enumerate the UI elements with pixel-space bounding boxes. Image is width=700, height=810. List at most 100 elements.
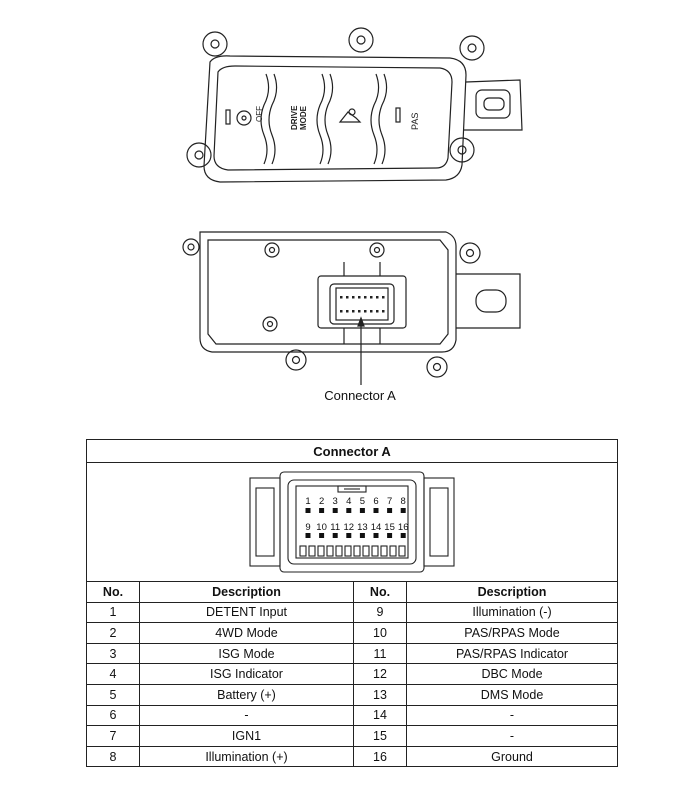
pin-number: 7: [86, 725, 140, 747]
table-row: 3 ISG Mode 11 PAS/RPAS Indicator: [86, 642, 619, 665]
pin-number: 12: [353, 663, 407, 685]
table-row: 2 4WD Mode 10 PAS/RPAS Mode: [86, 622, 619, 644]
pin-description: Illumination (-): [405, 601, 619, 624]
connector-a-callout: Connector A: [324, 388, 396, 403]
pin-number: 11: [353, 642, 407, 665]
pin-square: [400, 533, 406, 538]
pin-number: 9: [353, 601, 407, 624]
pin-square: [319, 508, 325, 513]
pin-label-bottom: 11: [330, 522, 340, 533]
pin-label-bottom: 10: [316, 522, 327, 533]
pin-number: 2: [86, 622, 140, 644]
pas-label: PAS: [410, 113, 420, 130]
rear-pin-dot: [352, 310, 355, 313]
header-no-right: No.: [353, 581, 407, 603]
pin-description: ISG Mode: [139, 642, 354, 665]
rear-pin-dot: [358, 310, 361, 313]
connector-tooth: [317, 545, 325, 557]
rear-pin-dot: [382, 310, 385, 313]
connector-tooth: [326, 545, 334, 557]
rear-pin-dot: [364, 310, 367, 313]
pin-label-bottom: 13: [357, 522, 368, 533]
table-row: 5 Battery (+) 13 DMS Mode: [86, 683, 619, 706]
pin-description: DBC Mode: [405, 663, 619, 685]
pin-square: [319, 533, 325, 538]
pin-label-top: 3: [333, 496, 338, 507]
rear-pin-dot: [376, 296, 379, 299]
pin-square: [332, 508, 338, 513]
pin-label-top: 1: [305, 496, 310, 507]
pin-description: DMS Mode: [405, 683, 619, 706]
pin-description: DETENT Input: [139, 601, 354, 624]
rear-pin-dot: [346, 296, 349, 299]
connector-tooth: [308, 545, 316, 557]
pin-number: 1: [86, 601, 140, 624]
rear-pin-dot: [364, 296, 367, 299]
rear-pin-dot: [370, 310, 373, 313]
pin-number: 14: [353, 704, 407, 727]
pin-number: 16: [353, 745, 407, 768]
traction-off-icon: [236, 110, 252, 126]
pin-number: 10: [353, 622, 407, 644]
pin-number: 15: [353, 725, 407, 747]
pin-description: 4WD Mode: [139, 622, 354, 644]
switch-rear-view: [182, 231, 521, 385]
pin-label-bottom: 16: [398, 522, 409, 533]
pin-label-top: 6: [373, 496, 378, 507]
mode-label: MODE: [299, 105, 308, 130]
pin-number: 3: [86, 642, 140, 665]
pin-number: 5: [86, 683, 140, 706]
pin-square: [373, 533, 379, 538]
pin-number: 8: [86, 745, 140, 768]
pin-square: [373, 508, 379, 513]
connector-tooth: [362, 545, 370, 557]
pin-square: [346, 533, 352, 538]
pin-description: Battery (+): [139, 683, 354, 706]
table-title: Connector A: [85, 439, 619, 463]
pin-label-bottom: 9: [305, 522, 310, 533]
pin-description: PAS/RPAS Mode: [405, 622, 619, 644]
pin-square: [359, 508, 365, 513]
rear-pin-dot: [340, 310, 343, 313]
switch-assembly-drawing: OFF DRIVE MODE PAS: [182, 27, 523, 385]
pin-label-bottom: 12: [344, 522, 355, 533]
pin-label-top: 2: [319, 496, 324, 507]
table-row: 1 DETENT Input 9 Illumination (-): [86, 601, 619, 624]
pin-square: [387, 533, 393, 538]
pin-label-top: 7: [387, 496, 392, 507]
pin-square: [305, 508, 311, 513]
connector-tooth: [371, 545, 379, 557]
pin-description: Illumination (+): [139, 745, 354, 768]
connector-tooth: [335, 545, 343, 557]
pin-square: [359, 533, 365, 538]
pin-description: Ground: [405, 745, 619, 768]
header-description-right: Description: [405, 581, 619, 603]
rear-pin-dot: [340, 296, 343, 299]
pin-number: 4: [86, 663, 140, 685]
off-label: OFF: [255, 106, 264, 122]
pin-description: -: [405, 725, 619, 747]
table-row: 4 ISG Indicator 12 DBC Mode: [86, 663, 619, 685]
pin-number: 6: [86, 704, 140, 727]
connector-tooth: [299, 545, 307, 557]
pin-description: IGN1: [139, 725, 354, 747]
table-row: 6 - 14 -: [86, 704, 619, 727]
table-row: 8 Illumination (+) 16 Ground: [86, 745, 619, 768]
pin-square: [387, 508, 393, 513]
connector-tooth: [389, 545, 397, 557]
pin-square: [400, 508, 406, 513]
connector-tooth: [344, 545, 352, 557]
hill-descent-icon: [338, 108, 362, 123]
pin-description: PAS/RPAS Indicator: [405, 642, 619, 665]
pin-description: -: [405, 704, 619, 727]
pin-description: -: [139, 704, 354, 727]
pin-description: ISG Indicator: [139, 663, 354, 685]
pin-label-top: 4: [346, 496, 351, 507]
pin-number: 13: [353, 683, 407, 706]
rear-pin-dot: [370, 296, 373, 299]
table-row: 7 IGN1 15 -: [86, 725, 619, 747]
pin-square: [305, 533, 311, 538]
